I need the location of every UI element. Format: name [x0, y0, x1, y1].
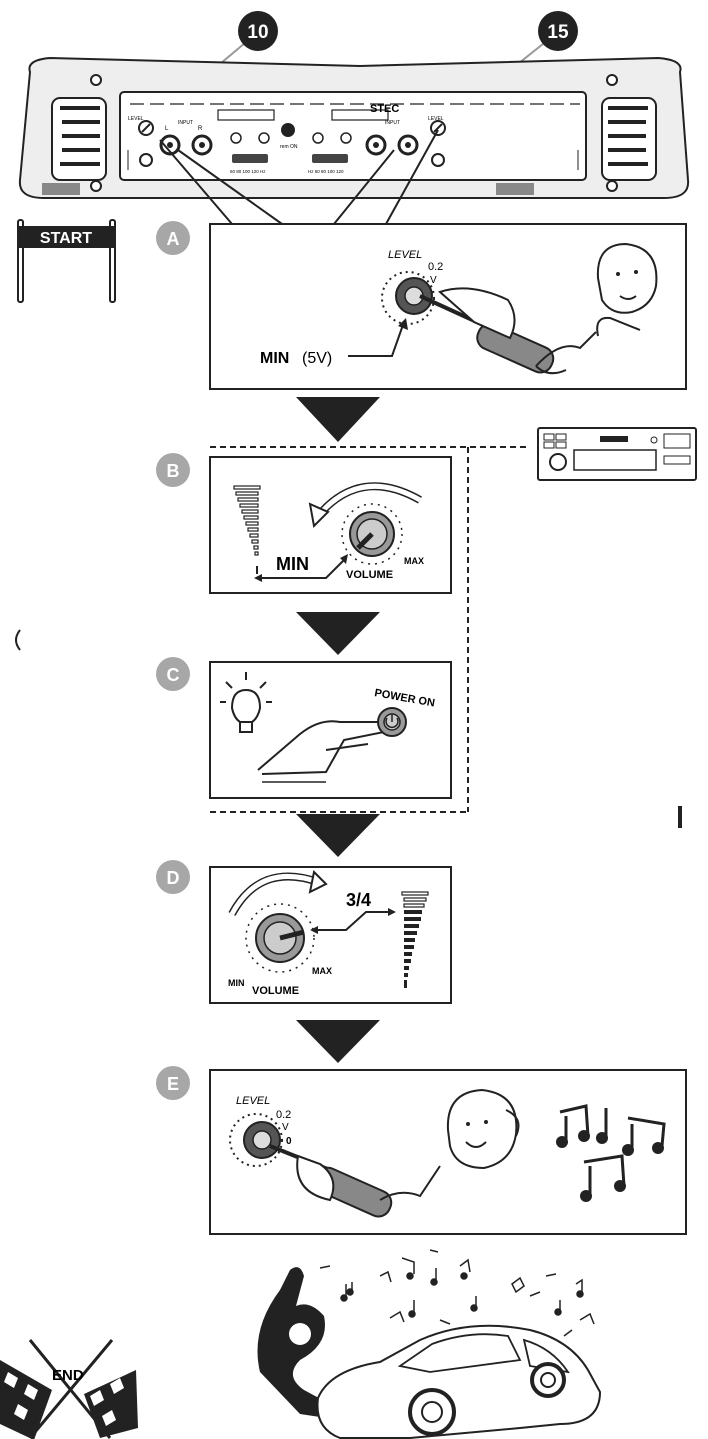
svg-text:B: B	[167, 461, 180, 481]
input-label-right: INPUT	[385, 120, 400, 126]
foot-left	[42, 183, 80, 195]
step-e-badge: E	[156, 1066, 190, 1100]
flow-arrow-4	[296, 1020, 380, 1063]
volume-label-d: VOLUME	[252, 985, 299, 997]
end-label: END	[52, 1367, 84, 1384]
freq-scale-left: 60 80 100 120 Hz	[230, 169, 266, 174]
min-label-b: MIN	[276, 554, 309, 574]
min-label-d: MIN	[228, 978, 245, 988]
step-d-panel: MIN VOLUME MAX 3/4	[210, 867, 451, 1003]
car-icon	[317, 1326, 600, 1438]
screw	[607, 75, 617, 85]
svg-text:C: C	[167, 665, 180, 685]
flow-arrow-1	[296, 397, 380, 442]
dip-switch-left[interactable]	[218, 110, 274, 120]
svg-text:A: A	[167, 229, 180, 249]
level-label-left: LEVEL	[128, 116, 144, 122]
svg-text:15: 15	[547, 22, 569, 43]
level-zero-e: 0	[286, 1136, 292, 1147]
min-value-a: (5V)	[302, 350, 332, 367]
freq-scale-right: Hz 60 80 100 120	[308, 169, 344, 174]
level-unit-e: V	[282, 1122, 289, 1133]
callout-15: 15	[538, 11, 578, 51]
margin-mark-right	[678, 806, 682, 828]
freq-switch-left[interactable]	[232, 154, 268, 163]
level-unit-a: V	[430, 275, 437, 286]
remote-label: rem ON	[280, 144, 298, 150]
step-e-panel: LEVEL 0.2 V 0	[210, 1070, 686, 1234]
checkered-flags-icon: END	[0, 1340, 138, 1439]
max-label-d: MAX	[312, 966, 332, 976]
freq-switch-right[interactable]	[312, 154, 348, 163]
svg-text:10: 10	[247, 22, 268, 43]
margin-mark	[16, 630, 20, 650]
screw	[91, 181, 101, 191]
level-tick-a: 0.2	[428, 261, 443, 273]
amplifier-panel: LEVEL L R INPUT rem ON STEC 60 80 100 12…	[20, 32, 688, 198]
level-label-right: LEVEL	[428, 116, 444, 122]
step-a-panel: LEVEL 0.2 V MIN (5V)	[210, 224, 686, 389]
step-c-panel: POWER ON	[210, 662, 451, 798]
start-banner: START	[18, 220, 115, 302]
start-label: START	[40, 230, 92, 247]
level-tick-e: 0.2	[276, 1109, 291, 1121]
heatsink-right	[602, 98, 656, 180]
remote-knob[interactable]	[281, 123, 295, 137]
volume-label-b: VOLUME	[346, 569, 393, 581]
step-a-badge: A	[156, 221, 190, 255]
foot-right	[496, 183, 534, 195]
fraction-label-d: 3/4	[346, 890, 371, 910]
level-label-e: LEVEL	[236, 1095, 270, 1107]
step-b-badge: B	[156, 453, 190, 487]
svg-text:E: E	[167, 1074, 179, 1094]
screw	[607, 181, 617, 191]
min-label-a: MIN	[260, 350, 289, 367]
flow-arrow-3	[296, 814, 380, 857]
led-right	[432, 154, 444, 166]
svg-text:D: D	[167, 868, 180, 888]
flow-arrow-2	[296, 612, 380, 655]
ch-r-label: R	[198, 126, 203, 132]
floating-music-notes	[290, 1250, 594, 1336]
step-c-badge: C	[156, 657, 190, 691]
max-label-b: MAX	[404, 556, 424, 566]
power-button-icon[interactable]	[378, 708, 406, 736]
screw	[91, 75, 101, 85]
brand-logo: STEC	[370, 103, 399, 115]
heatsink-left	[52, 98, 106, 180]
control-panel	[120, 92, 586, 180]
led-left	[140, 154, 152, 166]
car-radio-icon	[538, 428, 696, 480]
level-label-a: LEVEL	[388, 249, 422, 261]
input-label-left: INPUT	[178, 120, 193, 126]
callout-10: 10	[238, 11, 278, 51]
step-b-panel: MIN VOLUME MAX	[210, 457, 451, 593]
step-d-badge: D	[156, 860, 190, 894]
